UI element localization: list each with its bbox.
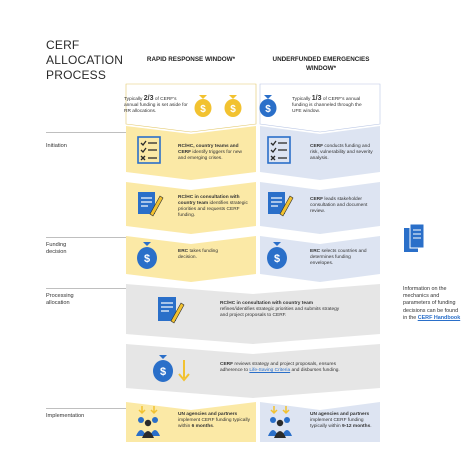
money-bag-icon: $ [267, 242, 287, 269]
svg-text:$: $ [144, 253, 150, 265]
documents-icon [404, 223, 425, 252]
money-bag-icon: $ [259, 95, 277, 117]
svg-text:$: $ [160, 366, 166, 378]
rr-step-initiation-text: RC/HC, country teams and CERF identify t… [178, 144, 242, 161]
stage-divider [46, 288, 126, 289]
money-bag-icon: $ [224, 95, 242, 117]
checklist-icon [137, 136, 161, 164]
ufe-step-decision [260, 236, 380, 282]
money-bag-icon: $ [137, 242, 157, 269]
rr-step-implementation [126, 402, 256, 442]
shared-step-proposals-text: RC/HC in consultation with country team … [220, 301, 340, 318]
page-title: CERF ALLOCATION PROCESS [46, 38, 124, 82]
svg-text:$: $ [200, 104, 206, 115]
ufe-implementation-text: UN agencies and partners implement CERF … [310, 412, 372, 429]
svg-text:$: $ [230, 104, 236, 115]
document-pen-icon [138, 192, 164, 217]
shared-step-proposals [126, 284, 380, 344]
rr-step-request-text: RC/HC in consultation with country team … [178, 195, 248, 218]
ufe-share-box [259, 83, 381, 133]
ufe-window-heading: UNDERFUNDED EMERGENCIES WINDOW* [272, 56, 370, 72]
ufe-step-implementation [260, 402, 380, 442]
life-saving-criteria-link[interactable]: Life-Saving Criteria [249, 368, 291, 373]
ufe-step-consultation-text: CERF leads stakeholder consultation and … [310, 197, 368, 214]
stage-implementation: Implementation [46, 413, 85, 419]
stage-initiation: Initiation [46, 143, 67, 149]
ufe-step-consultation [260, 182, 380, 234]
shared-step-review [126, 344, 380, 398]
rr-share-box [125, 83, 257, 133]
rr-step-decision [126, 236, 256, 282]
rr-window-heading: RAPID RESPONSE WINDOW* [146, 56, 236, 63]
checklist-icon [267, 136, 291, 164]
stage-divider [46, 237, 126, 238]
rr-step-decision-text: ERC takes funding decision. [178, 249, 219, 260]
stage-divider [46, 132, 126, 133]
rr-implementation-text: UN agencies and partners implement CERF … [178, 412, 250, 429]
stage-processing-allocation: Processing allocation [46, 293, 74, 306]
money-bag-icon: $ [194, 95, 212, 117]
svg-text:$: $ [274, 253, 280, 265]
rr-step-initiation [126, 126, 256, 180]
ufe-step-decision-text: ERC selects countries and determines fun… [310, 249, 367, 266]
cerf-handbook-link[interactable]: CERF Handbook [417, 314, 461, 321]
document-pen-icon [158, 297, 185, 324]
ufe-step-analysis-text: CERF conducts funding and risk, vulnerab… [310, 144, 373, 161]
rr-step-request [126, 182, 256, 234]
shared-step-review-text: CERF reviews strategy and project propos… [220, 362, 340, 373]
rr-funding-share: Typically 2/3 of CERF's annual funding i… [124, 95, 188, 114]
svg-text:$: $ [265, 104, 271, 115]
ufe-funding-share: Typically 1/3 of CERF's annual funding i… [292, 95, 362, 114]
money-bag-down-arrow-icon: $ [153, 355, 190, 382]
document-pen-icon [268, 192, 294, 217]
stage-funding-decision: Funding decision [46, 242, 67, 255]
people-arrows-icon [136, 406, 160, 438]
people-arrows-icon [268, 406, 292, 438]
handbook-note: Information on the mechanics and paramet… [403, 286, 461, 321]
stage-divider [46, 408, 126, 409]
